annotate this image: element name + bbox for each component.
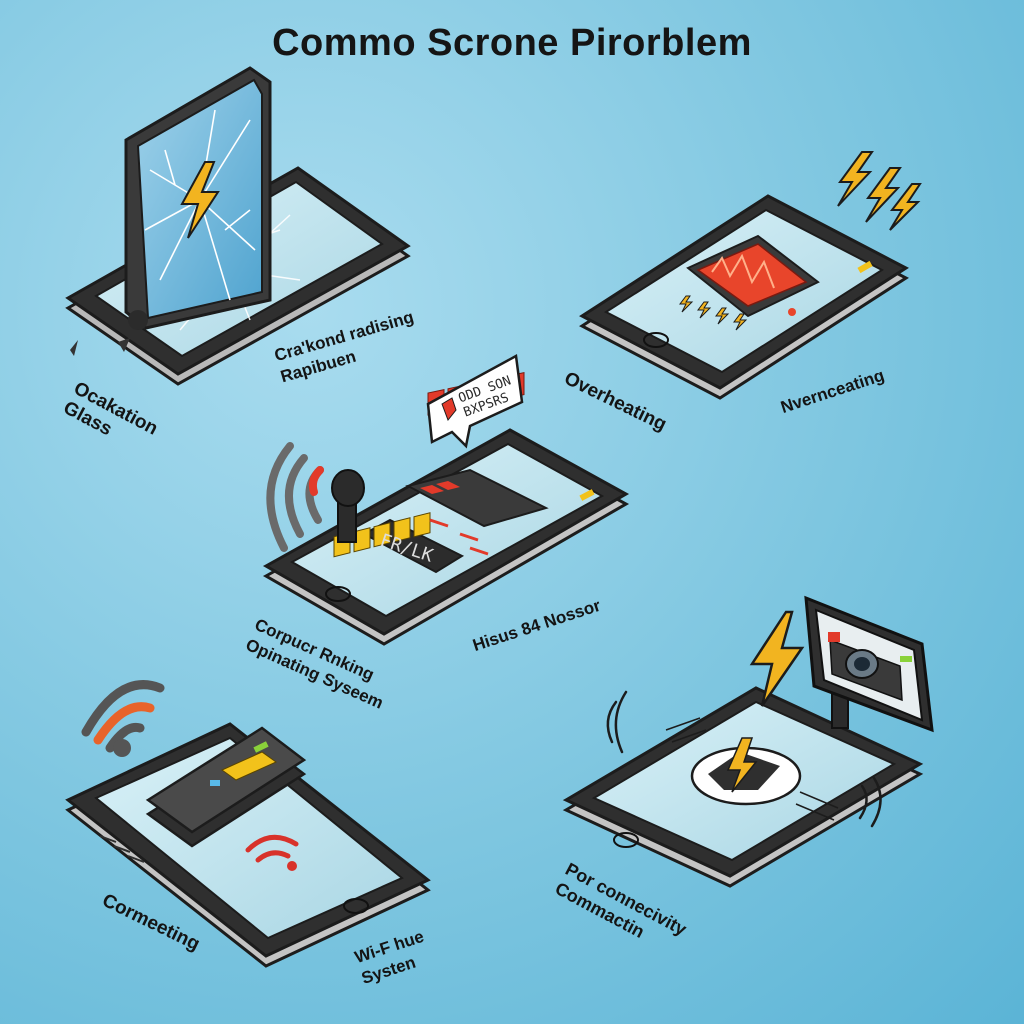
wifi-icon [81,680,165,753]
vibration-waves [606,690,882,828]
lightning-bolt-icon [749,610,805,707]
signal-waves [266,442,324,552]
speech-bubble-icon [426,354,524,449]
phone-cracked-glass [65,66,411,386]
camera-icon [828,632,912,702]
page-title: Commo Scrone Pirorblem [272,22,752,64]
phone-connectivity [562,595,934,888]
lightning-bolt-icon [837,151,922,231]
wifi-icon [245,834,299,863]
phone-battery [262,354,630,646]
monitor-display [804,595,934,733]
lightning-bolt-icon [726,737,758,793]
lightning-bolt-icon [180,161,220,239]
phone-overheating [579,151,922,400]
phone-connecting [65,680,431,968]
